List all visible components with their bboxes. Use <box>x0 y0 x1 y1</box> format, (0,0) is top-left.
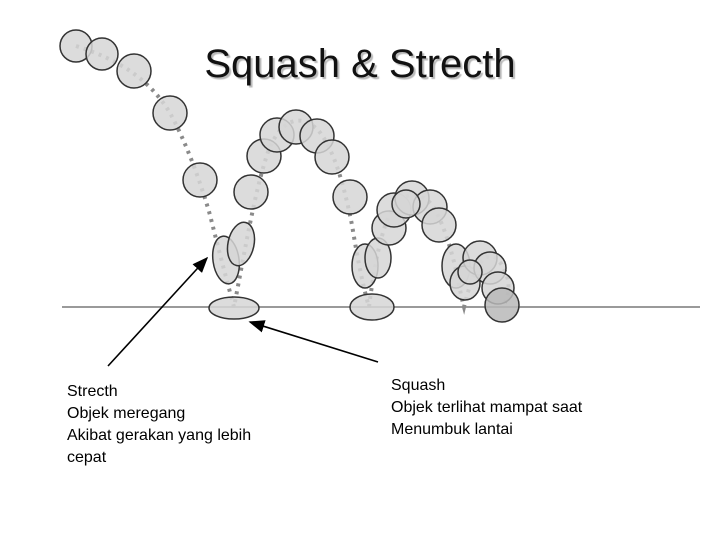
ball-frame <box>182 162 218 198</box>
stretch-note: Strecth Objek meregang Akibat gerakan ya… <box>67 381 251 469</box>
stretch-arrow <box>107 256 209 367</box>
ball-frames <box>59 29 520 323</box>
stretch-line-2: Akibat gerakan yang lebih <box>67 427 252 444</box>
stretch-line-3: cepat <box>67 449 107 466</box>
ball-frame <box>116 53 152 89</box>
ball-frame <box>457 259 483 285</box>
ball-frame <box>391 189 421 219</box>
ball-frame <box>332 179 368 215</box>
ball-frame <box>85 37 119 71</box>
ball-frame-squashed <box>208 296 260 320</box>
ball-frame <box>233 174 269 210</box>
ball-frame <box>421 207 457 243</box>
ball-frame-stretched <box>226 221 256 267</box>
squash-line-1: Objek terlihat mampat saat <box>391 399 583 416</box>
ball-frame <box>152 95 188 131</box>
squash-note: Squash Objek terlihat mampat saat Menumb… <box>391 375 582 441</box>
ball-frame-final <box>484 287 520 323</box>
stretch-line-1: Objek meregang <box>67 405 186 422</box>
stretch-heading: Strecth <box>67 383 118 400</box>
ball-frame <box>314 139 350 175</box>
ball-frame-squashed <box>349 293 395 321</box>
squash-line-2: Menumbuk lantai <box>391 421 513 438</box>
squash-heading: Squash <box>391 377 446 394</box>
squash-arrow <box>248 320 379 363</box>
page-title: Squash & Strecth <box>204 42 516 86</box>
